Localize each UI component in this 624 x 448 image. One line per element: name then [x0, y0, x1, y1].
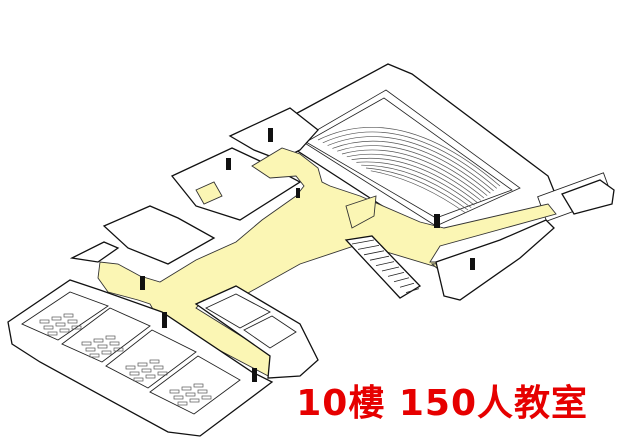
desk — [89, 353, 100, 358]
desk — [197, 389, 208, 394]
stair-step — [357, 245, 380, 250]
desk — [39, 319, 50, 324]
stair-steps — [351, 239, 420, 293]
desk — [169, 389, 180, 394]
desk — [173, 395, 184, 400]
seat-row — [361, 164, 472, 208]
stair-step — [393, 277, 410, 283]
desk — [67, 319, 78, 324]
desk — [101, 350, 112, 355]
desk — [43, 325, 54, 330]
desk — [189, 398, 200, 403]
desk — [59, 328, 70, 333]
desk — [133, 377, 144, 382]
desk — [185, 392, 196, 397]
desk — [63, 313, 74, 318]
stair-step — [405, 288, 420, 293]
desk — [51, 316, 62, 321]
desk — [153, 365, 164, 370]
desk — [181, 386, 192, 391]
desk — [81, 341, 92, 346]
seat-row — [341, 149, 485, 199]
classroom-desks — [39, 313, 212, 406]
desk — [109, 341, 120, 346]
lower-left-classrooms — [7, 279, 274, 437]
floor-caption: 10樓 150人教室 — [296, 383, 588, 424]
structural-columns — [140, 128, 475, 382]
corridor-highlight — [97, 147, 557, 379]
desk — [113, 347, 124, 352]
desk — [129, 371, 140, 376]
central-staircase — [344, 235, 422, 299]
right-annex — [435, 179, 615, 301]
desk — [55, 322, 66, 327]
desk — [105, 335, 116, 340]
seat-row — [322, 131, 498, 189]
seat-row — [356, 161, 475, 206]
stair-step — [369, 255, 390, 261]
seat-row — [337, 145, 488, 196]
stair-step — [399, 282, 415, 288]
stair-step — [351, 239, 375, 245]
seat-row — [346, 153, 482, 201]
desk — [193, 383, 204, 388]
desk — [149, 359, 160, 364]
seat-row — [327, 136, 494, 192]
desk — [71, 325, 82, 330]
desk — [177, 401, 188, 406]
desk — [97, 344, 108, 349]
desk — [141, 368, 152, 373]
desk — [157, 371, 168, 376]
lower-middle-rooms — [194, 285, 319, 379]
desk — [137, 362, 148, 367]
seat-row — [365, 167, 469, 211]
desk — [145, 374, 156, 379]
desk — [201, 395, 212, 400]
seat-row — [332, 140, 491, 194]
desk — [93, 338, 104, 343]
seat-row — [370, 170, 466, 213]
stair-step — [363, 250, 385, 256]
desk — [47, 331, 58, 336]
stair-step — [381, 266, 400, 272]
seat-row — [351, 157, 478, 204]
desk — [125, 365, 136, 370]
stair-step — [375, 261, 395, 266]
seat-row — [317, 126, 501, 187]
auditorium-seat-rows — [317, 126, 501, 213]
desk — [85, 347, 96, 352]
stair-step — [387, 272, 405, 277]
